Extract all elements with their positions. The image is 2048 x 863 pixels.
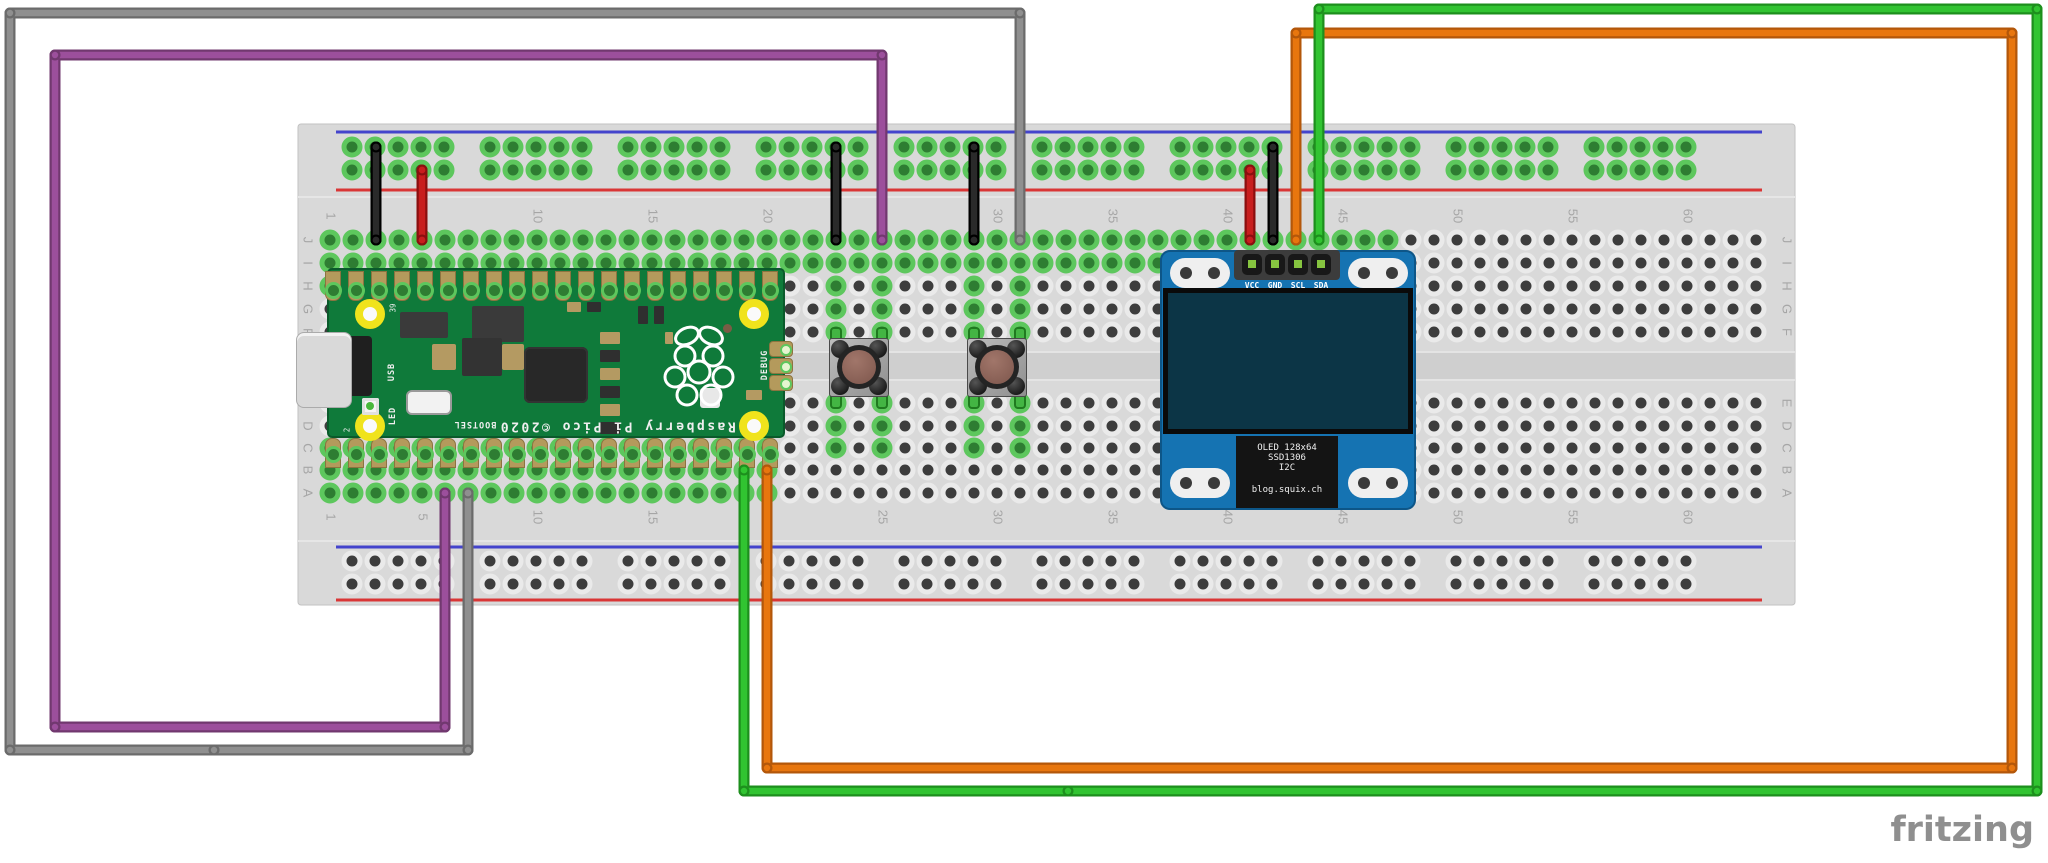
pico-pin-pad — [325, 282, 342, 299]
oled-screen — [1163, 288, 1413, 434]
oled-pin-vcc — [1242, 254, 1262, 275]
pico-pin-pad — [647, 446, 664, 463]
pico-part — [472, 306, 524, 342]
pico-part — [638, 306, 648, 324]
pico-pin-pad — [716, 282, 733, 299]
pico-part — [567, 302, 581, 312]
pico-pin-pad — [394, 446, 411, 463]
pico-pin-pad — [325, 446, 342, 463]
pico-pin-pad — [739, 282, 756, 299]
raspberry-pi-pico-board[interactable]: Raspberry Pi Pico ©2020 BOOTSEL USB LED … — [296, 268, 793, 468]
led-label: LED — [388, 406, 398, 426]
oled-mounting-tab — [1348, 468, 1408, 498]
pico-part — [600, 350, 620, 362]
pico-pin-pad — [394, 282, 411, 299]
oled-info-line: SSD1306 — [1268, 453, 1306, 463]
pico-part — [600, 368, 620, 380]
pico-part — [600, 332, 620, 344]
pico-pin-pad — [647, 282, 664, 299]
pico-pin-pad — [486, 282, 503, 299]
oled-mounting-tab — [1170, 468, 1230, 498]
debug-pin-pad — [780, 361, 792, 373]
led-dot — [366, 402, 374, 410]
pico-pin-pad — [348, 282, 365, 299]
pin-39-label: 39 — [388, 303, 398, 313]
button-cap[interactable] — [842, 350, 876, 384]
pico-pin-pad — [693, 282, 710, 299]
pico-part — [746, 390, 762, 400]
oled-mounting-tab — [1348, 258, 1408, 288]
pico-pin-pad — [555, 446, 572, 463]
mounting-hole — [739, 299, 769, 329]
pico-pin-pad — [578, 282, 595, 299]
pushbutton-right[interactable] — [965, 325, 1029, 411]
pico-pin-pad — [762, 282, 779, 299]
pico-pin-pad — [417, 446, 434, 463]
pico-title-silkscreen: Raspberry Pi Pico ©2020 — [498, 418, 736, 434]
pico-pin-pad — [532, 282, 549, 299]
debug-label: DEBUG — [760, 349, 770, 381]
fritzing-watermark: fritzing — [1890, 810, 2034, 850]
pico-pin-pad — [716, 446, 733, 463]
mounting-hole — [739, 411, 769, 441]
button-cap[interactable] — [980, 350, 1014, 384]
pico-part — [502, 344, 524, 370]
oled-pin-scl — [1288, 254, 1308, 275]
pico-pin-pad — [463, 446, 480, 463]
pico-pin-pad — [601, 282, 618, 299]
pico-pin-pad — [348, 446, 365, 463]
pico-pin-pad — [624, 282, 641, 299]
mounting-hole — [355, 411, 385, 441]
debug-pin-pad — [780, 344, 792, 356]
pico-pin-pad — [601, 446, 618, 463]
pico-pin-pad — [670, 282, 687, 299]
pico-pin-pad — [555, 282, 572, 299]
pico-part — [600, 386, 620, 398]
pico-pin-pad — [371, 282, 388, 299]
pico-part — [600, 404, 620, 416]
pico-pin-pad — [693, 446, 710, 463]
pushbutton-left[interactable] — [827, 325, 891, 411]
pico-pin-pad — [624, 446, 641, 463]
pico-pin-pad — [532, 446, 549, 463]
bootsel-button — [406, 390, 452, 415]
oled-info-line: OLED 128x64 — [1257, 443, 1317, 453]
usb-label: USB — [387, 362, 397, 382]
pico-pin-pad — [486, 446, 503, 463]
pico-part — [432, 344, 456, 370]
pico-part — [462, 338, 502, 376]
oled-info-box: OLED 128x64 SSD1306 I2C blog.squix.ch — [1236, 436, 1338, 508]
mounting-hole — [355, 299, 385, 329]
pico-pin-pad — [509, 446, 526, 463]
pico-pin-pad — [670, 446, 687, 463]
pico-pin-pad — [417, 282, 434, 299]
pico-pin-pad — [762, 446, 779, 463]
pin-2-label: 2 — [342, 427, 352, 433]
pico-pin-pad — [371, 446, 388, 463]
rp2040-chip — [524, 347, 588, 403]
pico-pin-pad — [463, 282, 480, 299]
pico-pin-pad — [578, 446, 595, 463]
pico-pin-pad — [440, 446, 457, 463]
pico-part — [400, 312, 448, 338]
bootsel-label: BOOTSEL — [453, 419, 497, 429]
raspberry-pi-logo — [663, 325, 735, 407]
oled-pin-gnd — [1265, 254, 1285, 275]
oled-info-line: I2C — [1278, 463, 1296, 473]
micro-usb-connector — [296, 332, 352, 408]
debug-pin-pad — [780, 378, 792, 390]
pico-part — [587, 302, 601, 312]
oled-url: blog.squix.ch — [1251, 485, 1323, 495]
pico-pin-pad — [739, 446, 756, 463]
oled-mounting-tab — [1170, 258, 1230, 288]
pico-pin-pad — [440, 282, 457, 299]
pico-pin-pad — [509, 282, 526, 299]
oled-pin-sda — [1311, 254, 1331, 275]
